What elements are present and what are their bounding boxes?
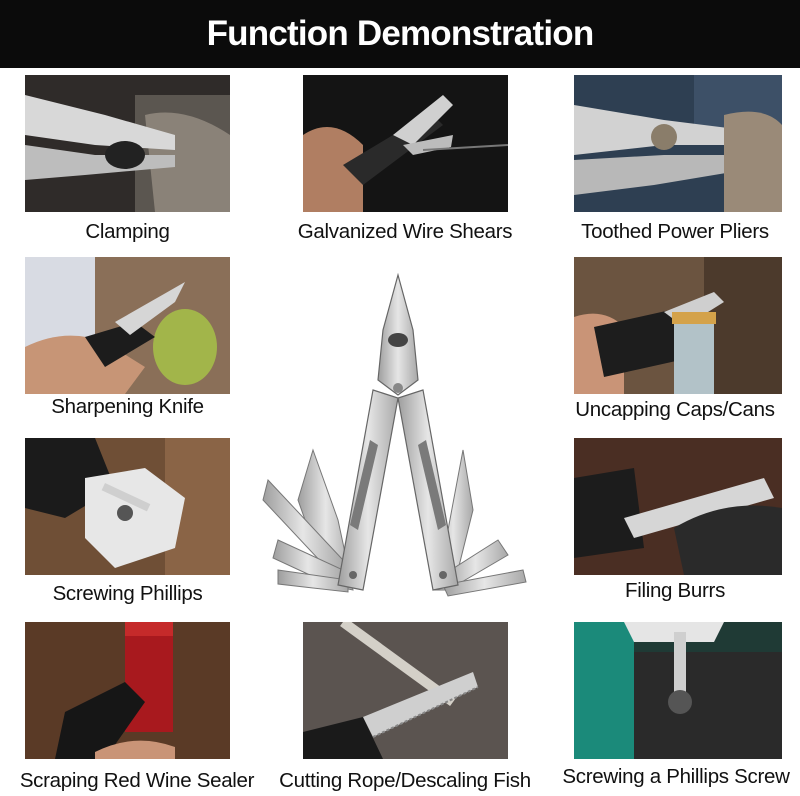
bottle-opener-photo [574, 257, 782, 394]
function-caption: Cutting Rope/Descaling Fish [279, 769, 531, 792]
wire-shears-photo [303, 75, 508, 212]
power-pliers-photo [574, 75, 782, 212]
page-title: Function Demonstration [206, 14, 595, 53]
function-caption: Sharpening Knife [51, 395, 204, 418]
header-banner: Function Demonstration [0, 0, 800, 68]
wine-foil-photo [25, 622, 230, 759]
function-caption: Filing Burrs [624, 579, 726, 602]
knife-photo [25, 257, 230, 394]
function-caption: Galvanized Wire Shears [297, 220, 513, 243]
phillips-screw-photo [574, 622, 782, 759]
file-photo [574, 438, 782, 575]
function-caption: Scraping Red Wine Sealer [19, 769, 255, 792]
function-caption: Toothed Power Pliers [581, 220, 769, 243]
function-caption: Screwing a Phillips Screw [562, 765, 790, 788]
function-caption: Screwing Phillips [52, 582, 203, 605]
saw-photo [303, 622, 508, 759]
multitool-illustration [258, 270, 534, 600]
function-caption: Clamping [85, 220, 170, 243]
function-caption: Uncapping Caps/Cans [575, 398, 775, 421]
clamping-photo [25, 75, 230, 212]
screwdriver-photo [25, 438, 230, 575]
